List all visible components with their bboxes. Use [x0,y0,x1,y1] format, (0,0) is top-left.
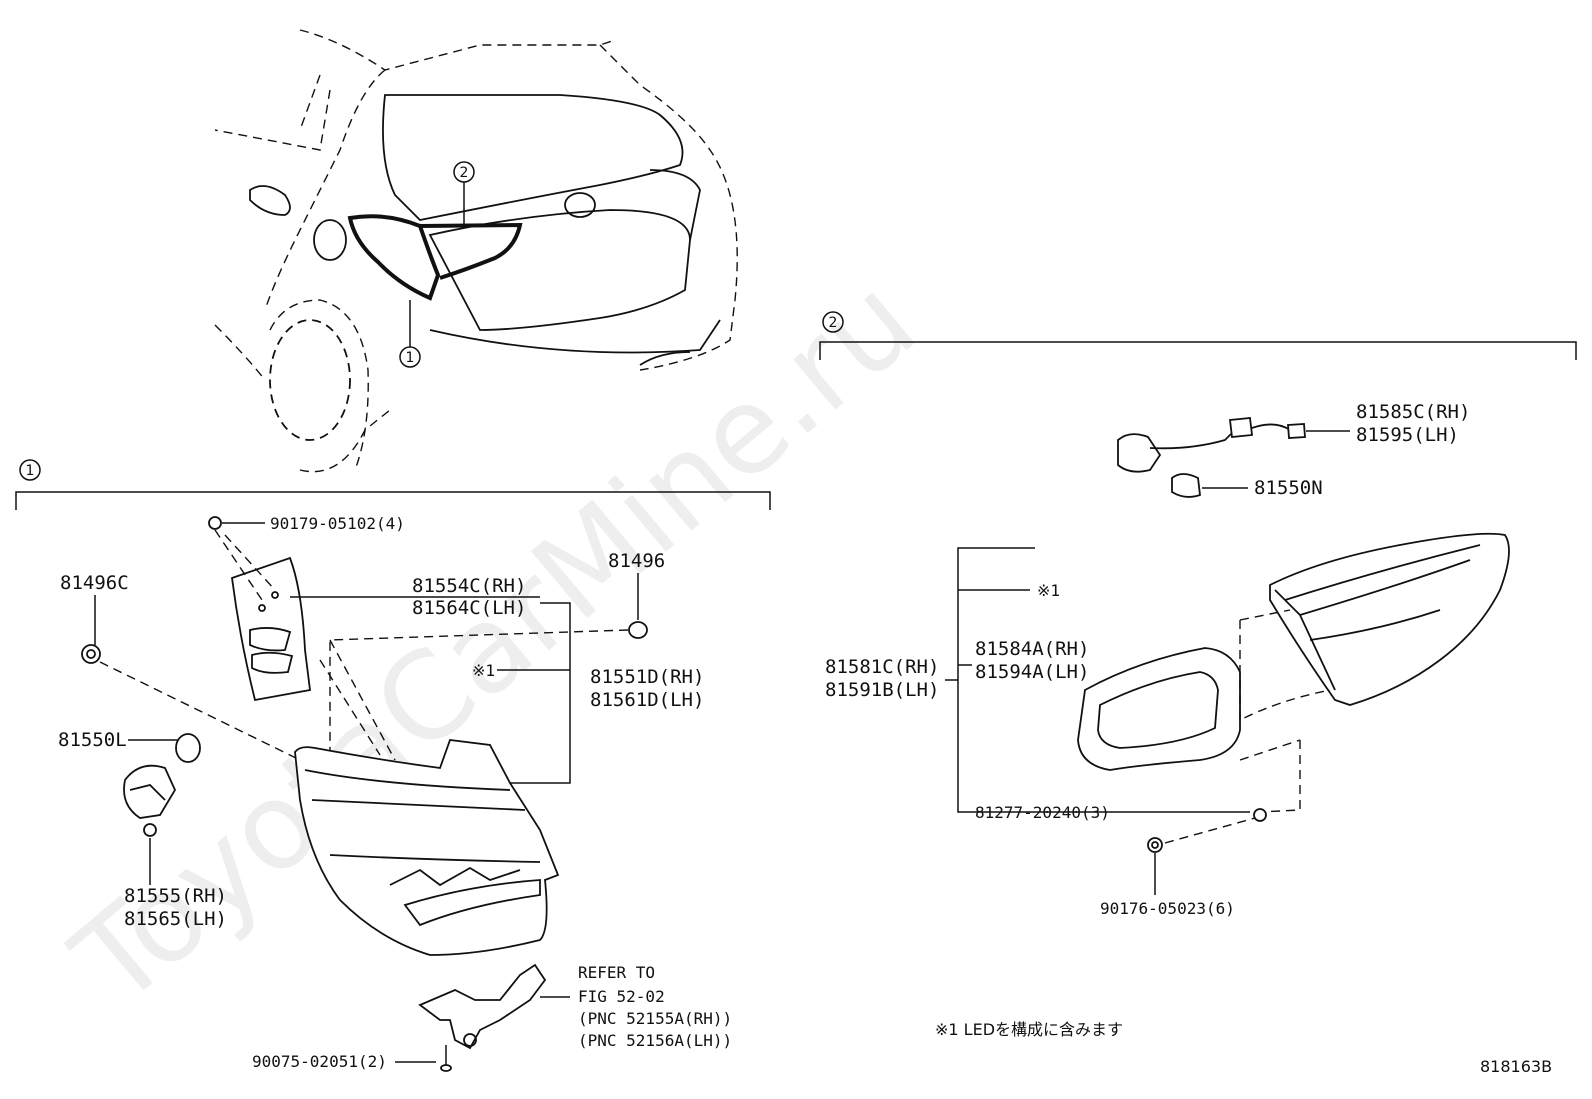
wire-harness-part [418,963,547,1050]
bulb-81550l-part [175,733,201,763]
clip-81496-part [628,621,648,639]
label-socket-lh: 81565(LH) [124,908,227,930]
label-screw-90075: 90075-02051(2) [252,1052,387,1071]
callout-number: 1 [406,350,415,366]
label-clip-81496: 81496 [608,550,665,572]
label-grommet-81496c: 81496C [60,572,129,594]
label-lamp-rh: 81551D(RH) [590,666,704,688]
label-wire-lh: 81595(LH) [1356,424,1459,446]
label-gasket2-rh: 81584A(RH) [975,638,1089,660]
bulb-81550n-part [1171,473,1201,498]
led-note-2: ※1 [1037,581,1060,600]
bolt-90179-part [208,516,265,530]
gasket-plate-part [214,529,311,702]
label-bulb-81550n: 81550N [1254,477,1323,499]
label-gasket-rh: 81554C(RH) [412,575,526,597]
refer-line-4: (PNC 52156A(LH)) [578,1031,732,1050]
label-bulb-81550l: 81550L [58,729,127,751]
label-lamp2-rh: 81581C(RH) [825,656,939,678]
label-bolt-90179: 90179-05102(4) [270,514,405,533]
figure-id: 818163B [1480,1057,1552,1076]
refer-line-1: REFER TO [578,963,655,982]
vehicle-illustration [214,29,738,473]
screw-90176-part [1147,837,1163,853]
grommet-81496c-part [81,644,101,664]
label-gasket2-lh: 81594A(LH) [975,661,1089,683]
label-lamp2-lh: 81591B(LH) [825,679,939,701]
footnote-led: ※1 LEDを構成に含みます [935,1020,1123,1039]
callout-number: 2 [460,165,469,181]
refer-line-2: FIG 52-02 [578,987,665,1006]
socket-81555-part [123,764,177,837]
callout-1-vehicle: 1 [399,300,421,368]
tail-lamp-81551d-part [294,639,560,956]
wire-81585c-part [1117,417,1306,473]
label-screw-90176: 90176-05023(6) [1100,899,1235,918]
label-socket-rh: 81555(RH) [124,885,227,907]
nut-81277-part [1253,808,1267,822]
led-note-1: ※1 [472,661,495,680]
label-gasket-lh: 81564C(LH) [412,597,526,619]
group-2-header: 2 [819,311,1577,360]
group-2-number: 2 [829,315,838,331]
label-lamp-lh: 81561D(LH) [590,689,704,711]
label-nut-81277: 81277-20240(3) [975,803,1110,822]
label-wire-rh: 81585C(RH) [1356,401,1470,423]
refer-line-3: (PNC 52155A(RH)) [578,1009,732,1028]
gasket-81584a-part [1077,647,1241,771]
callout-2-vehicle: 2 [453,161,475,224]
group-1-number: 1 [26,463,35,479]
lamp-81581c-part [1269,532,1510,706]
group-1-header: 1 [15,459,771,510]
screw-90075-part [440,1045,452,1072]
